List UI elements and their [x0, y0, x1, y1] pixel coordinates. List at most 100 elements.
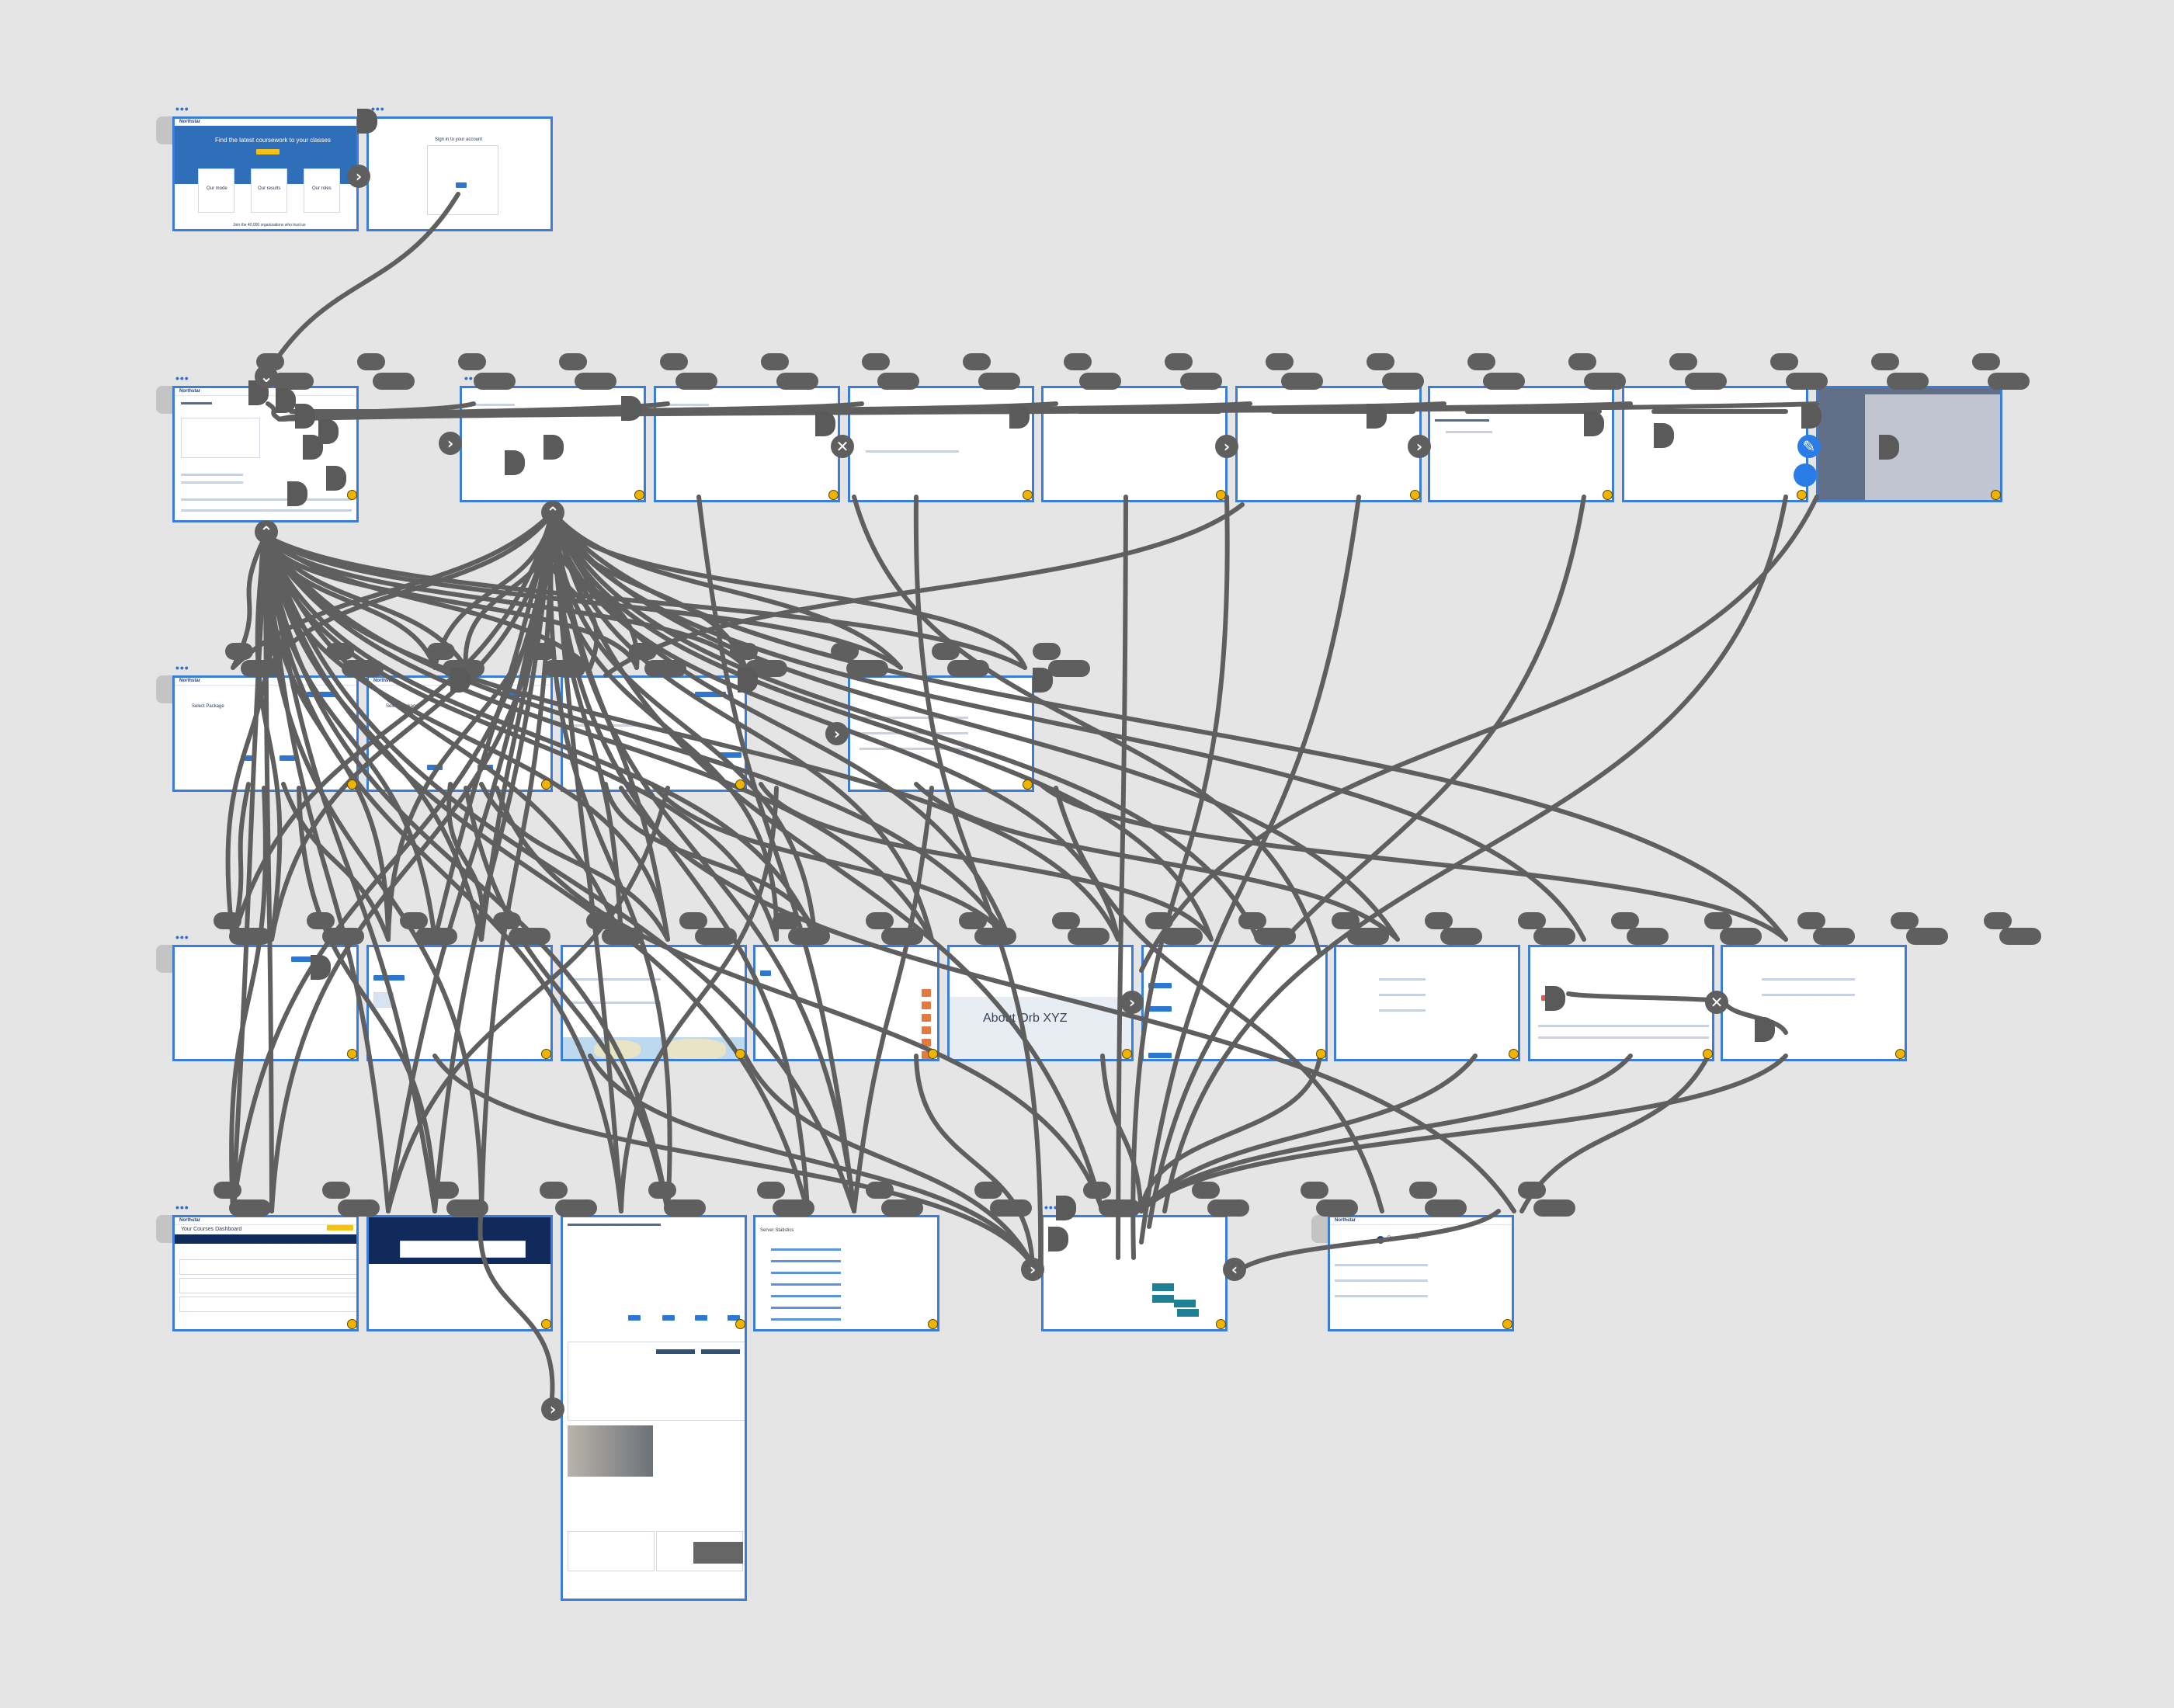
connection-handle[interactable]: [1669, 353, 1697, 370]
connection-handle[interactable]: [241, 660, 283, 677]
star-icon[interactable]: [634, 490, 644, 500]
star-icon[interactable]: [1023, 779, 1033, 790]
connection-handle[interactable]: [1064, 353, 1092, 370]
frame-dashboard[interactable]: Northstar Your Courses Dashboard: [172, 1215, 359, 1331]
connection-handle[interactable]: [326, 643, 354, 660]
star-icon[interactable]: [347, 490, 357, 500]
frame-screen-6[interactable]: [1235, 386, 1422, 502]
connection-handle[interactable]: [458, 353, 486, 370]
star-icon[interactable]: [347, 1319, 357, 1329]
connection-line[interactable]: [446, 782, 485, 942]
frame-screen-3[interactable]: [654, 386, 840, 502]
connection-handle[interactable]: [1083, 1182, 1111, 1199]
connection-line[interactable]: [1139, 495, 1361, 1245]
connection-handle[interactable]: [776, 373, 818, 390]
connection-handle[interactable]: [773, 1199, 814, 1217]
connection-handle[interactable]: [881, 928, 923, 945]
frame-handle[interactable]: [156, 116, 173, 144]
hotspot-marker[interactable]: [621, 396, 641, 421]
connection-handle[interactable]: [342, 660, 384, 677]
star-icon[interactable]: [347, 779, 357, 790]
connection-handle[interactable]: [881, 1199, 923, 1217]
frame-landing[interactable]: Northstar Find the latest coursework to …: [172, 116, 359, 231]
connection-line[interactable]: [550, 510, 640, 670]
connection-handle[interactable]: [602, 928, 644, 945]
connection-handle[interactable]: [1704, 912, 1732, 929]
connection-line[interactable]: [259, 533, 275, 670]
connection-handle[interactable]: [959, 912, 987, 929]
connection-line[interactable]: [1130, 495, 1230, 1260]
star-icon[interactable]: [1316, 1049, 1326, 1059]
connection-handle[interactable]: [644, 660, 686, 677]
star-icon[interactable]: [735, 1319, 745, 1329]
star-icon[interactable]: [1216, 1319, 1226, 1329]
connection-handle[interactable]: [528, 643, 556, 660]
connection-handle[interactable]: [555, 1199, 597, 1217]
connection-handle[interactable]: [846, 660, 888, 677]
chevron-icon[interactable]: ›: [439, 432, 462, 455]
frame-screen-5[interactable]: [1041, 386, 1228, 502]
frame-row5-2[interactable]: [366, 1215, 553, 1331]
hotspot-marker[interactable]: [738, 668, 758, 693]
connection-handle[interactable]: [1033, 643, 1061, 660]
connection-handle[interactable]: [1301, 1182, 1328, 1199]
star-icon[interactable]: [735, 779, 745, 790]
connection-line[interactable]: [1147, 495, 1586, 1229]
connection-handle[interactable]: [1048, 660, 1090, 677]
connection-handle[interactable]: [575, 373, 616, 390]
connection-handle[interactable]: [1770, 353, 1798, 370]
connection-line[interactable]: [1139, 1054, 1788, 1213]
frame-row4-1[interactable]: [172, 945, 359, 1061]
star-icon[interactable]: [1797, 490, 1807, 500]
connection-handle[interactable]: [1068, 928, 1110, 945]
frame-handle[interactable]: [156, 675, 173, 703]
connection-handle[interactable]: [679, 912, 707, 929]
connection-handle[interactable]: [225, 643, 253, 660]
star-icon[interactable]: [1502, 1319, 1512, 1329]
connection-handle[interactable]: [1161, 928, 1203, 945]
connection-handle[interactable]: [1099, 1199, 1141, 1217]
star-icon[interactable]: [928, 1319, 938, 1329]
connection-line[interactable]: [386, 510, 555, 1213]
frame-row4-3-map[interactable]: [561, 945, 747, 1061]
connection-handle[interactable]: [415, 928, 457, 945]
frame-handle[interactable]: [156, 1215, 173, 1243]
connection-handle[interactable]: [1533, 928, 1575, 945]
frame-row4-4-table[interactable]: [753, 945, 939, 1061]
star-icon[interactable]: [1703, 1049, 1713, 1059]
connection-handle[interactable]: [877, 373, 919, 390]
frame-pricing-long[interactable]: [561, 1215, 747, 1601]
hotspot-marker[interactable]: [1545, 986, 1565, 1011]
connection-line[interactable]: [550, 510, 810, 1213]
frame-row4-6[interactable]: [1141, 945, 1328, 1061]
calendar-event[interactable]: [1152, 1295, 1174, 1303]
hotspot-marker[interactable]: [276, 388, 296, 413]
frame-screen-4[interactable]: [848, 386, 1034, 502]
connection-handle[interactable]: [1266, 353, 1294, 370]
chevron-icon[interactable]: ›: [1408, 435, 1431, 458]
connection-handle[interactable]: [974, 928, 1016, 945]
connection-handle[interactable]: [1467, 353, 1495, 370]
connection-line[interactable]: [266, 510, 555, 670]
hotspot-marker[interactable]: [1755, 1017, 1775, 1042]
hero-cta-button[interactable]: [256, 149, 280, 154]
connection-handle[interactable]: [1518, 1182, 1546, 1199]
selection-dot[interactable]: [1794, 463, 1817, 487]
connection-handle[interactable]: [1871, 353, 1899, 370]
hotspot-marker[interactable]: [1367, 404, 1387, 429]
frame-handle[interactable]: [1311, 1215, 1328, 1243]
connection-handle[interactable]: [446, 1199, 488, 1217]
connection-line[interactable]: [263, 533, 810, 1213]
connection-line[interactable]: [263, 533, 437, 1213]
connection-handle[interactable]: [1281, 373, 1323, 390]
frame-select-package-2[interactable]: Northstar Select Package: [366, 675, 553, 792]
chevron-icon[interactable]: ›: [541, 1397, 564, 1421]
connection-handle[interactable]: [1988, 373, 2030, 390]
connection-handle[interactable]: [1611, 912, 1639, 929]
connection-handle[interactable]: [1332, 912, 1360, 929]
connection-handle[interactable]: [862, 353, 890, 370]
frame-server-statistics[interactable]: Server Statistics: [753, 1215, 939, 1331]
connection-handle[interactable]: [1999, 928, 2041, 945]
connection-handle[interactable]: [229, 1199, 271, 1217]
connection-line[interactable]: [913, 495, 1044, 1268]
